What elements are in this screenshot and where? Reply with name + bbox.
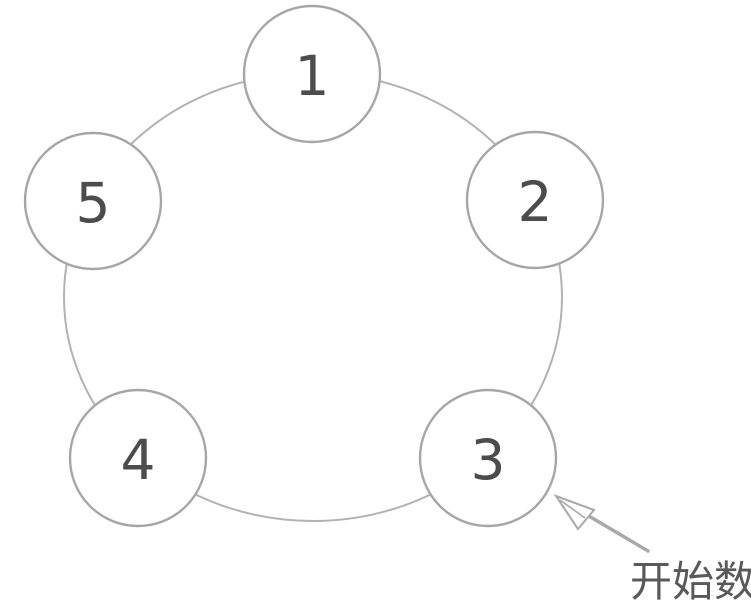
node-5: 5 [23,131,163,271]
node-label-3: 3 [471,428,506,492]
node-3: 3 [418,388,558,528]
node-label-4: 4 [121,428,156,492]
node-circle-5 [23,131,163,271]
arrow-shaft [580,510,650,553]
annotation-start-label: 开始数 [630,558,751,603]
node-circle-4 [68,388,208,528]
node-label-5: 5 [76,171,111,235]
node-2: 2 [465,130,605,270]
node-circle-3 [418,388,558,528]
node-label-2: 2 [518,170,553,234]
node-circle-1 [242,4,382,144]
arrow-head-inner-line [559,499,586,519]
start-arrow [553,494,650,553]
node-label-1: 1 [295,44,330,108]
node-4: 4 [68,388,208,528]
node-circle-2 [465,130,605,270]
node-1: 1 [242,4,382,144]
